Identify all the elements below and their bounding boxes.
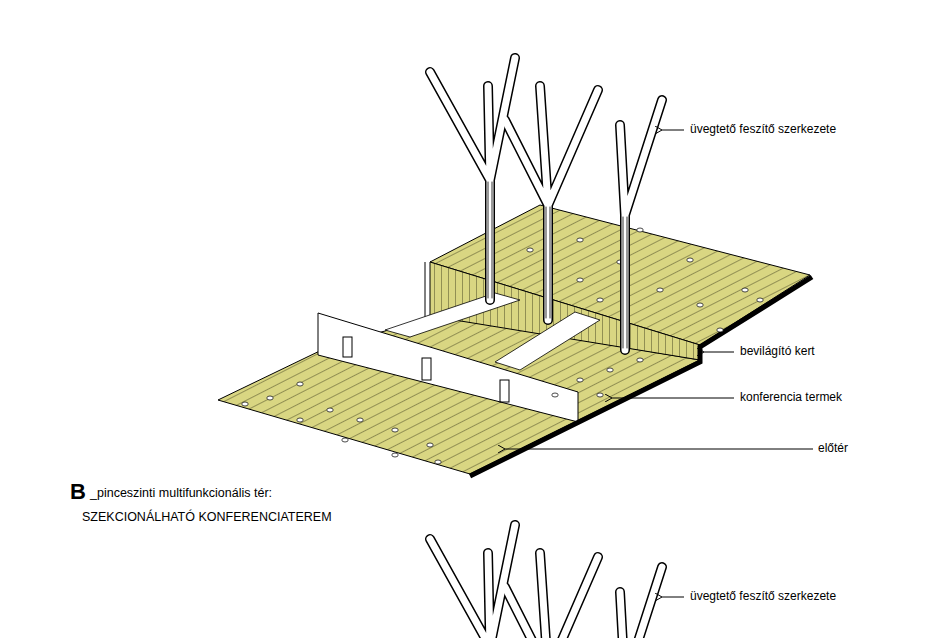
floor-dot bbox=[527, 248, 533, 252]
section-letter: B bbox=[70, 479, 86, 504]
floor-dot bbox=[687, 258, 693, 262]
floor-dot bbox=[607, 368, 613, 372]
floor-dot bbox=[427, 443, 433, 447]
floor-dot bbox=[637, 358, 643, 362]
floor-dot bbox=[392, 453, 398, 457]
floor-dot bbox=[657, 288, 663, 292]
callout-label: üvegtető feszítő szerkezete bbox=[688, 590, 838, 604]
floor-dot bbox=[577, 238, 583, 242]
floor-dot bbox=[297, 418, 303, 422]
floor-dot bbox=[757, 298, 763, 302]
callout-label: üvegtető feszítő szerkezete bbox=[688, 123, 838, 137]
section-subtitle: SZEKCIONÁLHATÓ KONFERENCIATEREM bbox=[80, 510, 334, 524]
section-title: _pinceszinti multifunkcionális tér: bbox=[88, 486, 274, 500]
floor-dot bbox=[717, 328, 723, 332]
floor-dot bbox=[267, 396, 273, 400]
floor-dot bbox=[297, 382, 303, 386]
floor-dot bbox=[577, 278, 583, 282]
floor-dot bbox=[742, 288, 748, 292]
floor-dot bbox=[552, 393, 558, 397]
floor-dot bbox=[577, 378, 583, 382]
floor-dot bbox=[357, 418, 363, 422]
floor-dot bbox=[392, 428, 398, 432]
callout-label: előtér bbox=[816, 442, 850, 456]
floor-dot bbox=[342, 438, 348, 442]
floor-dot bbox=[637, 228, 643, 232]
floor-dot bbox=[697, 303, 703, 307]
callout-label: konferencia termek bbox=[738, 391, 844, 405]
floor-dot bbox=[597, 393, 603, 397]
callout-label: bevilágító kert bbox=[738, 345, 817, 359]
floor-dot bbox=[327, 408, 333, 412]
floor-dot bbox=[242, 402, 248, 406]
floor-dot bbox=[435, 460, 441, 464]
floor-dot bbox=[597, 298, 603, 302]
